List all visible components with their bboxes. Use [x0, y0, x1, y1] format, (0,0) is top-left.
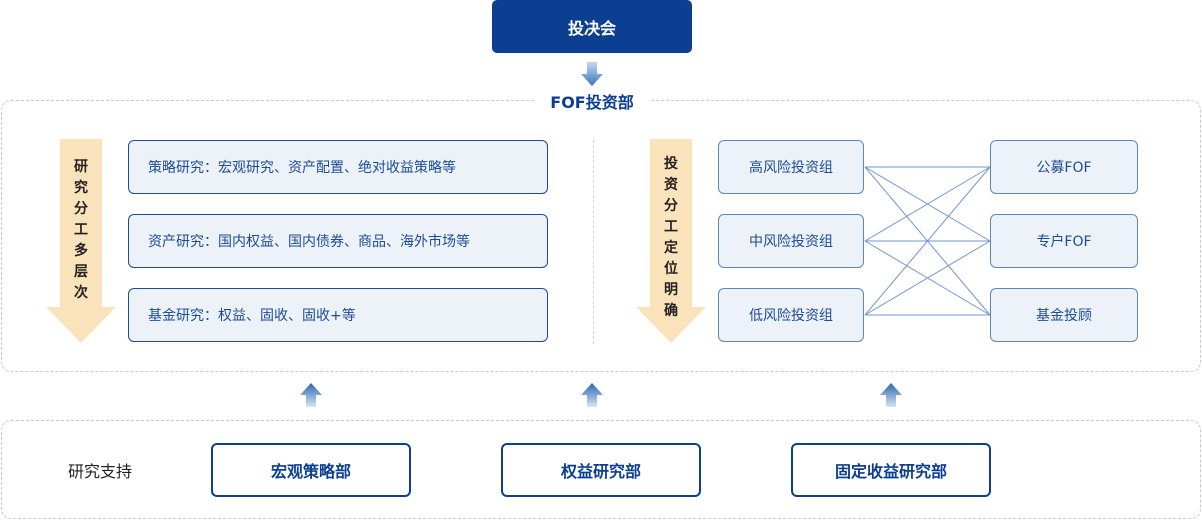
- research-layers-arrow-text: 研 究 分 工 多 层 次: [46, 157, 116, 304]
- group-box-label: 高风险投资组: [749, 160, 833, 176]
- arrow-char: 工: [664, 219, 678, 235]
- investment-roles-arrow-icon: [636, 139, 706, 343]
- group-box-medium-risk: 中风险投资组: [718, 214, 864, 268]
- dept-box-macro-strategy: 宏观策略部: [211, 443, 411, 497]
- research-layers-arrow-icon: [46, 139, 116, 343]
- arrow-down-icon: [581, 62, 603, 86]
- arrow-char: 位: [664, 261, 678, 277]
- research-box-label: 基金研究：权益、固收、固收+等: [148, 308, 356, 324]
- panel-divider: [593, 140, 594, 344]
- dept-box-equity-research: 权益研究部: [501, 443, 701, 497]
- fof-department-title-text: FOF投资部: [550, 93, 634, 112]
- arrow-char: 定: [664, 240, 678, 256]
- research-box-asset: 资产研究：国内权益、国内债券、商品、海外市场等: [128, 214, 548, 268]
- research-box-strategy: 策略研究：宏观研究、资产配置、绝对收益策略等: [128, 140, 548, 194]
- arrow-char: 明: [664, 282, 678, 298]
- dept-box-label: 权益研究部: [560, 462, 641, 481]
- arrow-char: 投: [664, 156, 678, 172]
- product-box-private-fof: 专户FOF: [990, 214, 1138, 268]
- group-box-low-risk: 低风险投资组: [718, 288, 864, 342]
- product-box-label: 基金投顾: [1036, 308, 1092, 324]
- research-support-label: 研究支持: [68, 458, 132, 482]
- arrow-char: 次: [74, 285, 88, 301]
- research-support-label-text: 研究支持: [68, 462, 133, 481]
- arrow-char: 多: [74, 243, 88, 259]
- arrow-char: 究: [74, 180, 88, 196]
- product-box-public-fof: 公募FOF: [990, 140, 1138, 194]
- arrow-char: 工: [74, 222, 88, 238]
- group-box-high-risk: 高风险投资组: [718, 140, 864, 194]
- product-box-label: 专户FOF: [1036, 234, 1092, 250]
- group-box-label: 中风险投资组: [749, 234, 833, 250]
- group-box-label: 低风险投资组: [749, 308, 833, 324]
- dept-box-fixed-income-research: 固定收益研究部: [791, 443, 991, 497]
- arrow-up-icon: [581, 383, 603, 407]
- arrow-char: 确: [664, 303, 678, 319]
- arrow-up-icon: [880, 383, 902, 407]
- arrow-up-icon: [300, 383, 322, 407]
- research-box-fund: 基金研究：权益、固收、固收+等: [128, 288, 548, 342]
- product-box-fund-advisory: 基金投顾: [990, 288, 1138, 342]
- arrow-char: 层: [74, 264, 88, 280]
- investment-committee-box: 投决会: [492, 0, 692, 53]
- dept-box-label: 宏观策略部: [270, 462, 351, 481]
- arrow-char: 资: [664, 177, 678, 193]
- research-box-label: 资产研究：国内权益、国内债券、商品、海外市场等: [148, 234, 470, 250]
- fof-department-title: FOF投资部: [534, 89, 650, 113]
- arrow-char: 分: [664, 198, 678, 214]
- investment-committee-label: 投决会: [567, 18, 616, 38]
- arrow-char: 分: [74, 201, 88, 217]
- product-box-label: 公募FOF: [1036, 160, 1092, 176]
- arrow-char: 研: [74, 159, 88, 175]
- dept-box-label: 固定收益研究部: [834, 462, 947, 481]
- research-box-label: 策略研究：宏观研究、资产配置、绝对收益策略等: [148, 160, 456, 176]
- research-support-panel: [1, 420, 1201, 519]
- investment-roles-arrow-text: 投 资 分 工 定 位 明 确: [636, 154, 706, 322]
